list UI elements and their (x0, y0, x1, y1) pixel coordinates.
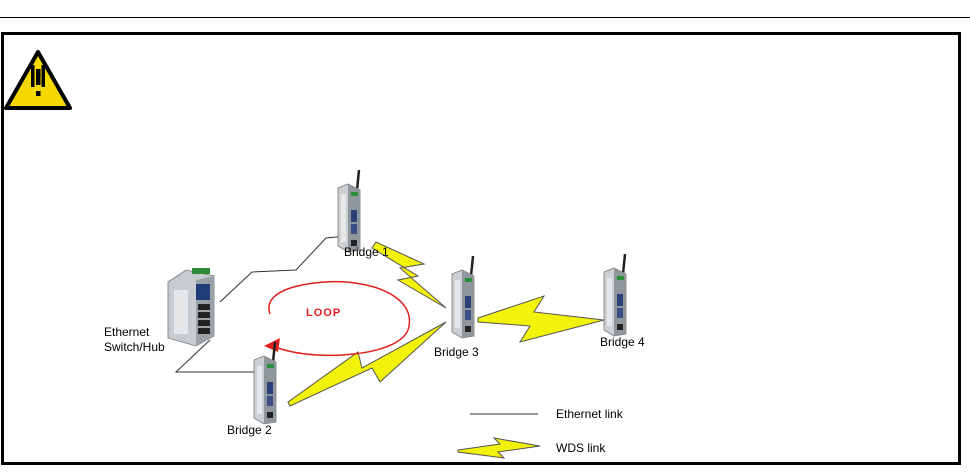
bridge-1-label: Bridge 1 (344, 245, 389, 259)
legend: Ethernet link WDS link (458, 407, 624, 458)
ethernet-link-switch-bridge1 (220, 236, 346, 302)
switch-label: Ethernet Switch/Hub (104, 325, 165, 354)
loop-arrow: LOOP (264, 282, 410, 356)
ethernet-link-switch-bridge2 (176, 340, 254, 372)
bridge-1-device (338, 170, 360, 252)
ethernet-switch-icon (168, 268, 214, 346)
wds-link-bridge3-bridge4 (478, 296, 604, 342)
bridge-3-label: Bridge 3 (434, 345, 479, 359)
loop-label: LOOP (306, 307, 341, 319)
bridge-4-device (604, 254, 626, 336)
bridge-2-device (254, 342, 276, 424)
warning-triangle-icon (6, 52, 70, 108)
legend-wds-label: WDS link (556, 441, 606, 455)
legend-wds-swatch (458, 438, 540, 458)
bridge-3-device (452, 256, 474, 338)
legend-ethernet-label: Ethernet link (556, 407, 624, 421)
wds-link-bridge2-bridge3 (288, 322, 446, 406)
bridge-2-label: Bridge 2 (227, 423, 272, 437)
bridge-4-label: Bridge 4 (600, 335, 645, 349)
